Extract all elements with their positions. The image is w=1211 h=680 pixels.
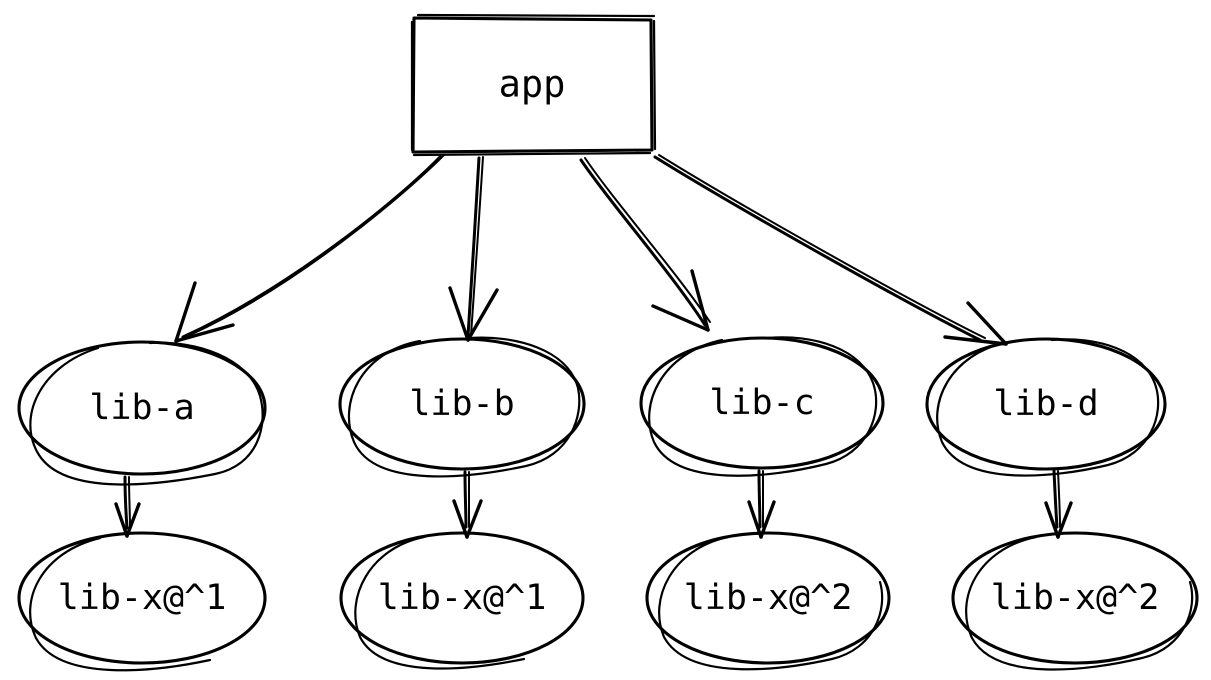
edge-app-to-lib-b <box>448 156 499 342</box>
node-app[interactable]: app <box>410 13 657 157</box>
edge-lib-a-to-lib-x-1-a <box>114 475 141 538</box>
node-lib-b-label: lib-b <box>409 384 514 424</box>
edge-app-to-lib-c <box>579 157 711 332</box>
node-lib-a[interactable]: lib-a <box>17 340 267 486</box>
node-lib-d[interactable]: lib-d <box>925 337 1167 477</box>
node-lib-d-label: lib-d <box>993 384 1098 424</box>
node-lib-x-1-b-label: lib-x@^1 <box>378 578 547 618</box>
node-lib-a-label: lib-a <box>89 388 194 428</box>
node-lib-x-1-b[interactable]: lib-x@^1 <box>339 531 585 670</box>
node-lib-x-2-d[interactable]: lib-x@^2 <box>951 531 1199 671</box>
node-lib-x-1-a-label: lib-x@^1 <box>58 578 227 618</box>
node-app-label: app <box>499 63 566 106</box>
node-lib-x-1-a[interactable]: lib-x@^1 <box>17 531 267 672</box>
edge-app-to-lib-a <box>174 154 445 343</box>
node-lib-x-2-c[interactable]: lib-x@^2 <box>645 531 891 671</box>
node-lib-x-2-c-label: lib-x@^2 <box>684 578 853 618</box>
edge-app-to-lib-d <box>653 154 1008 346</box>
edge-lib-d-to-lib-x-2-d <box>1044 469 1073 539</box>
node-lib-c[interactable]: lib-c <box>639 336 885 477</box>
node-lib-b[interactable]: lib-b <box>338 336 586 478</box>
edge-lib-b-to-lib-x-1-b <box>452 470 483 539</box>
node-lib-x-2-d-label: lib-x@^2 <box>991 578 1160 618</box>
node-lib-c-label: lib-c <box>709 383 814 423</box>
edge-lib-c-to-lib-x-2-c <box>747 469 776 539</box>
